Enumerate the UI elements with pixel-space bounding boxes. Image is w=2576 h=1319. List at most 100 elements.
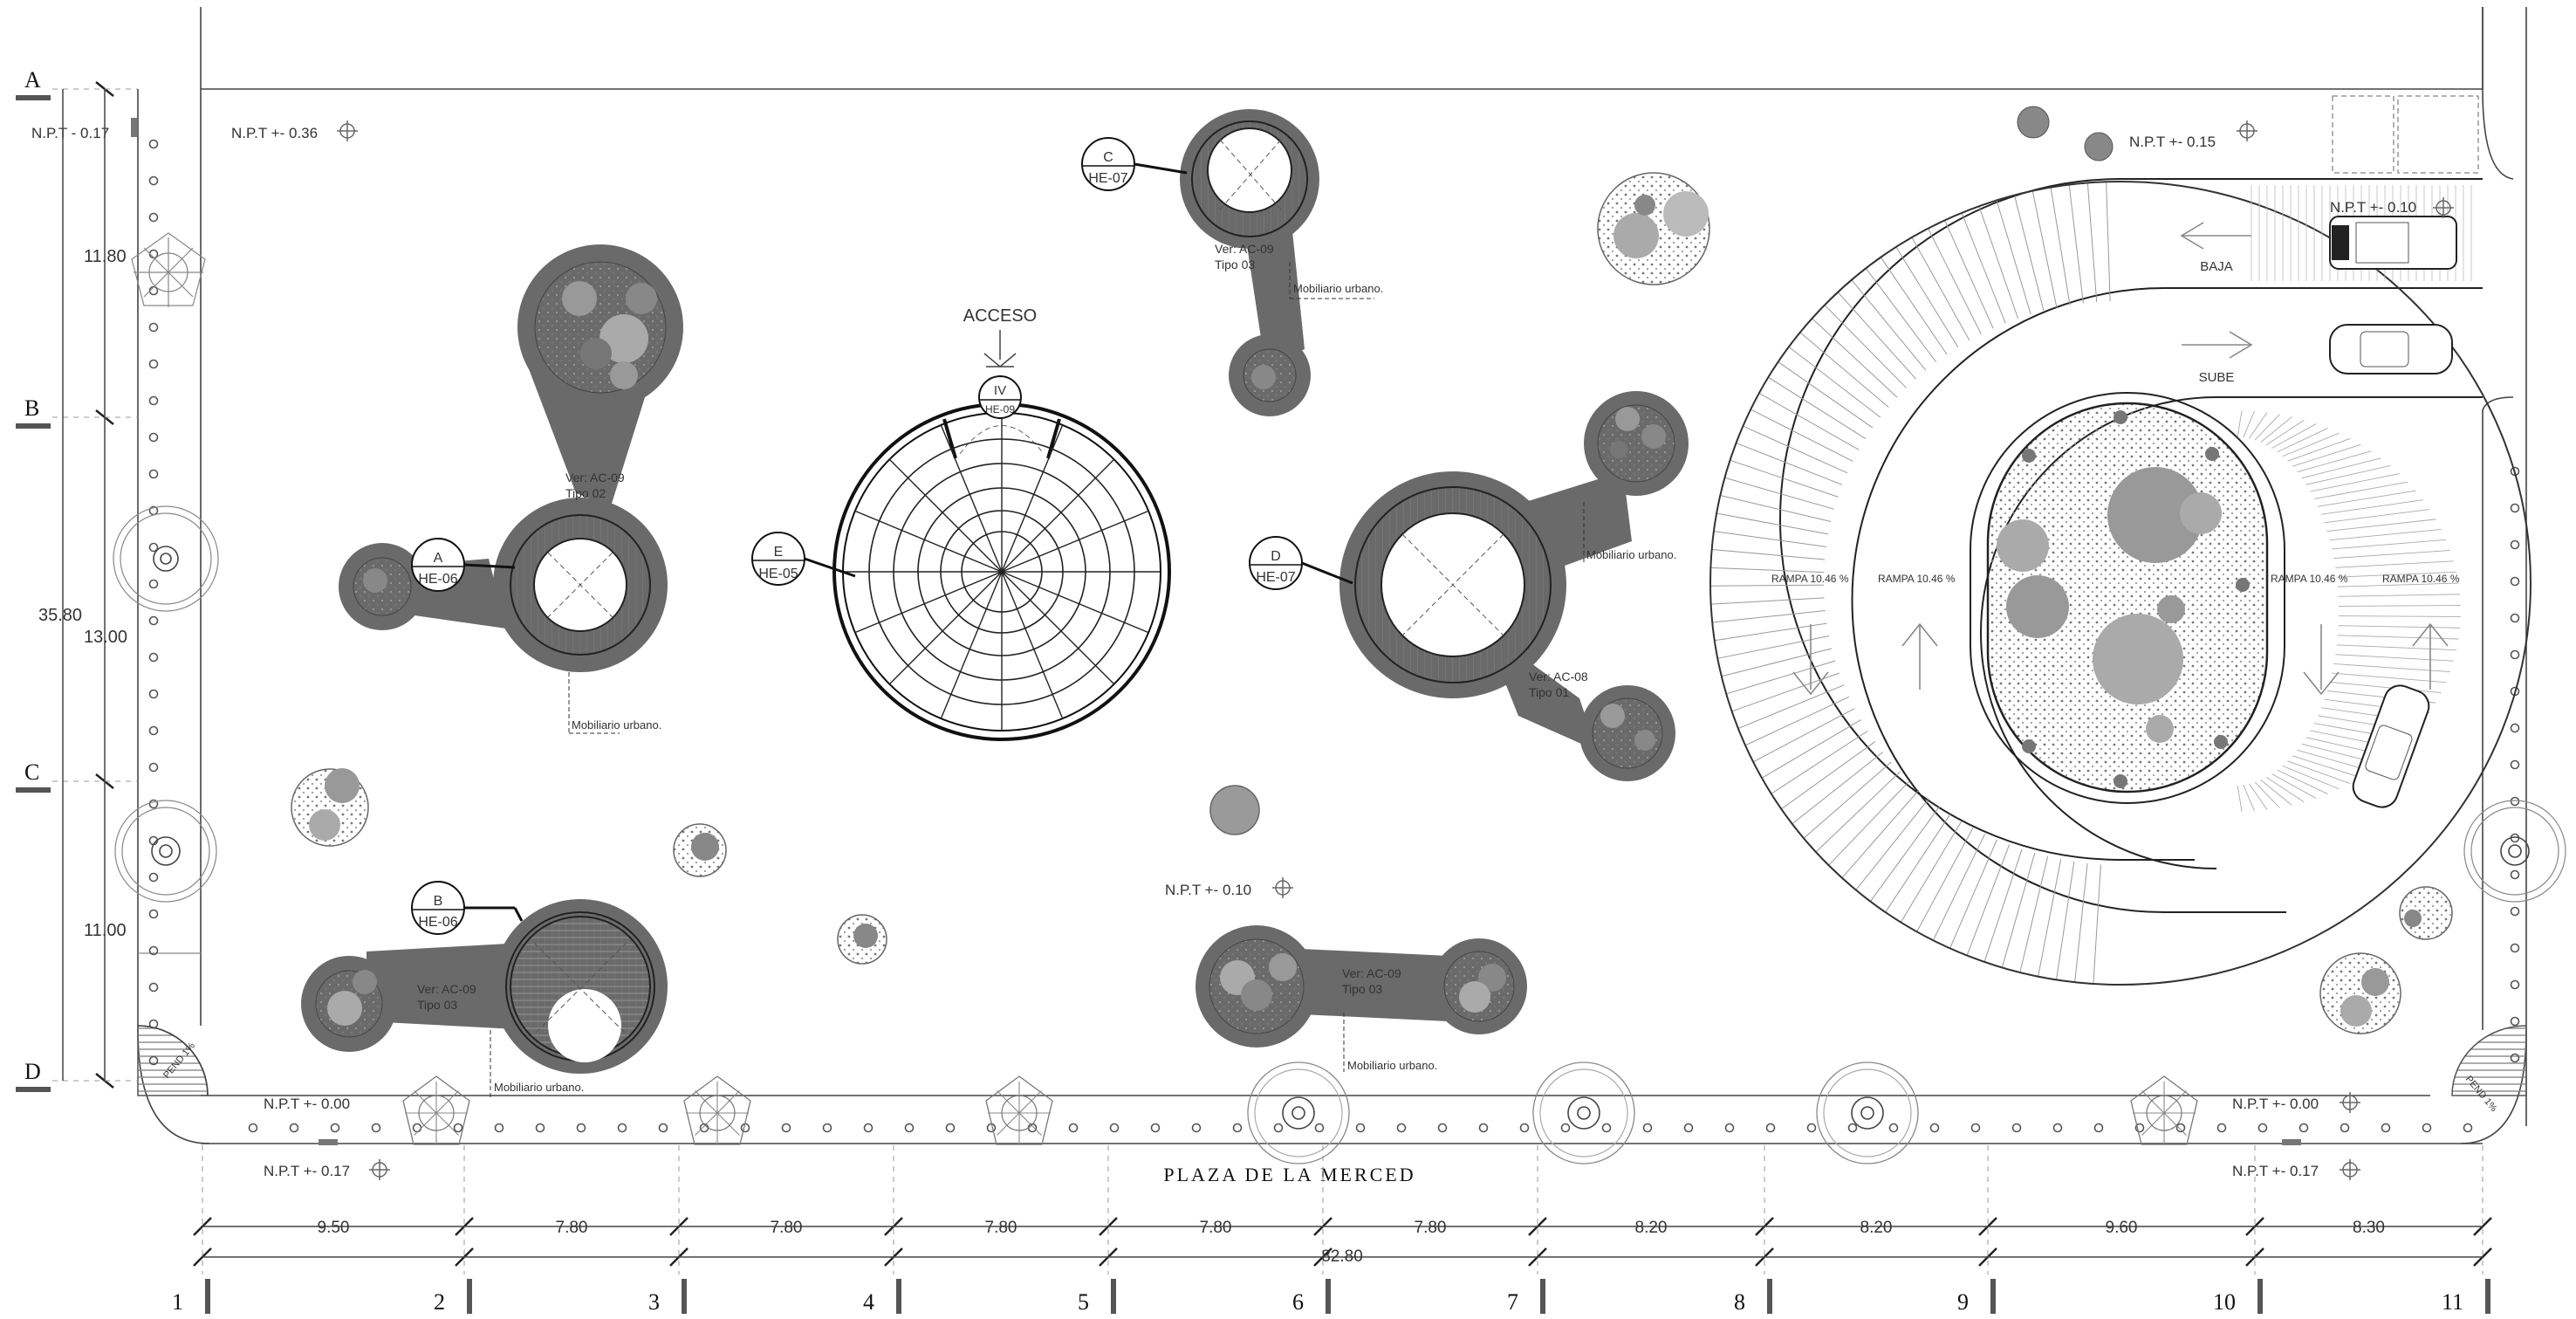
svg-text:HE-09: HE-09 — [985, 403, 1015, 416]
rampa-label: RAMPA 10.46 % — [1878, 573, 1956, 585]
grid-col-marker: 11 — [2442, 1145, 2492, 1315]
planter-b-notes: Ver: AC-09 Tipo 03 Mobiliario urbano. — [417, 982, 584, 1098]
corner-paving-right — [2451, 1025, 2527, 1096]
mobiliario-label: Mobiliario urbano. — [572, 718, 661, 732]
npt-label: N.P.T +- 0.36 — [231, 125, 318, 141]
street-tree-icon — [985, 1075, 1053, 1145]
planter-a-notes: Ver: AC-09 Tipo 02 Mobiliario urbano. — [565, 471, 661, 734]
car-icon — [2329, 216, 2457, 270]
central-circular-plaza — [832, 402, 1171, 741]
section-tag-e: E HE-05 — [751, 532, 856, 586]
dim-span-label: 8.20 — [1860, 1219, 1893, 1237]
street-tree-icon — [113, 505, 219, 612]
grid-row-marker: C — [16, 759, 138, 793]
dim-ab: 11.80 — [84, 247, 127, 266]
street-tree-icon — [1532, 1061, 1635, 1164]
grid-row-marker: A — [16, 67, 138, 100]
svg-text:C: C — [1103, 150, 1113, 165]
acceso-label: ACCESO — [963, 306, 1037, 326]
dim-cd: 11.00 — [84, 921, 127, 940]
parking-stalls — [2332, 95, 2479, 174]
grid-col-marker: 8 — [1734, 1145, 1774, 1315]
street-tree-icon — [1816, 1061, 1919, 1164]
level-labels: N.P.T - 0.17 N.P.T +- 0.36 N.P.T +- 0.15… — [31, 125, 2416, 1179]
npt-label: N.P.T - 0.17 — [31, 125, 109, 141]
tree-icon — [2084, 132, 2114, 161]
street-tree-icon — [131, 232, 206, 307]
planter-a-ver: Ver: AC-09 — [565, 471, 625, 484]
grid-col-label: 1 — [172, 1289, 183, 1315]
mobiliario-label: Mobiliario urbano. — [1293, 282, 1383, 295]
svg-text:HE-06: HE-06 — [418, 915, 457, 930]
planter-b — [301, 899, 668, 1074]
dim-span-label: 7.80 — [1415, 1219, 1447, 1237]
grid-col-marker: 4 — [863, 1145, 903, 1315]
planter-e-ver: Ver: AC-09 — [1342, 966, 1401, 980]
dim-span-label: 9.50 — [318, 1219, 350, 1237]
tree-icon — [2017, 106, 2050, 139]
planter-d-notes: Ver: AC-08 Tipo 01 Mobiliario urbano. — [1529, 502, 1676, 699]
tree-icon — [1209, 785, 1260, 835]
grid-col-label: 4 — [863, 1289, 874, 1315]
rampa-label: RAMPA 10.46 % — [1771, 573, 1849, 585]
dim-span-label: 8.20 — [1635, 1219, 1668, 1237]
street-trees-left — [113, 232, 219, 903]
sube-label: SUBE — [2199, 370, 2235, 385]
planter-c — [1180, 109, 1319, 416]
svg-text:IV: IV — [994, 383, 1006, 398]
level-markers — [337, 120, 2454, 1180]
vertical-dimensions: 35.80 11.80 13.00 11.00 — [38, 89, 127, 1081]
street-tree-icon — [402, 1075, 470, 1145]
npt-label: N.P.T +- 0.00 — [264, 1096, 350, 1112]
grid-col-marker: 5 — [1078, 1145, 1118, 1315]
street-tree-icon — [2463, 800, 2566, 903]
planter-c-ver: Ver: AC-09 — [1215, 242, 1274, 256]
dim-span-label: 7.80 — [771, 1219, 803, 1237]
baja-label: BAJA — [2200, 259, 2233, 274]
svg-text:E: E — [774, 545, 784, 560]
mobiliario-label: Mobiliario urbano. — [494, 1081, 584, 1094]
street-tree-icon — [683, 1075, 751, 1145]
grid-row-label: C — [24, 759, 39, 785]
section-tag-d: D HE-07 — [1249, 536, 1353, 590]
street-trees-bottom — [402, 1061, 2198, 1164]
planter-d-ver: Ver: AC-08 — [1529, 670, 1588, 684]
street-name: PLAZA DE LA MERCED — [1163, 1164, 1415, 1185]
mobiliario-label: Mobiliario urbano. — [1586, 548, 1676, 561]
svg-text:HE-07: HE-07 — [1088, 171, 1127, 186]
svg-text:HE-05: HE-05 — [758, 567, 798, 581]
planter-b-ver: Ver: AC-09 — [417, 982, 476, 996]
svg-text:B: B — [434, 894, 443, 909]
dim-total-h: 82.80 — [1321, 1247, 1363, 1266]
dim-bc: 13.00 — [84, 628, 127, 647]
scattered-trees — [291, 106, 2453, 1034]
grid-col-marker: 7 — [1507, 1145, 1547, 1315]
ramp-band — [1709, 181, 2531, 986]
car-icon — [2352, 684, 2430, 808]
grid-col-marker: 10 — [2213, 1145, 2264, 1315]
section-tag-iv: IV HE-09 — [978, 375, 1022, 419]
dim-span-label: 7.80 — [985, 1219, 1017, 1237]
dim-span-label: 7.80 — [1200, 1219, 1232, 1237]
grid-col-label: 11 — [2442, 1289, 2463, 1315]
street-tree-icon — [1247, 1061, 1350, 1164]
planter-d — [1339, 391, 1689, 781]
npt-label: N.P.T +- 0.17 — [264, 1163, 350, 1179]
section-tag-a: A HE-06 — [411, 538, 516, 592]
street-tree-icon — [114, 800, 217, 903]
mobiliario-label: Mobiliario urbano. — [1347, 1059, 1437, 1072]
grid-col-label: 5 — [1078, 1289, 1089, 1315]
svg-text:HE-07: HE-07 — [1256, 570, 1295, 585]
grid-col-marker: 2 — [434, 1145, 474, 1315]
grid-row-marker: B — [16, 395, 138, 429]
street-tree-icon — [2130, 1075, 2198, 1145]
planter-e — [1196, 925, 1527, 1048]
acceso-marker: ACCESO — [963, 306, 1037, 368]
dim-span-label: 8.30 — [2353, 1219, 2385, 1237]
planter-e-tipo: Tipo 03 — [1342, 982, 1382, 996]
bollard-rows — [131, 118, 2520, 1145]
ramp-inner-island — [1970, 392, 2285, 804]
npt-label: N.P.T +- 0.15 — [2129, 134, 2216, 150]
